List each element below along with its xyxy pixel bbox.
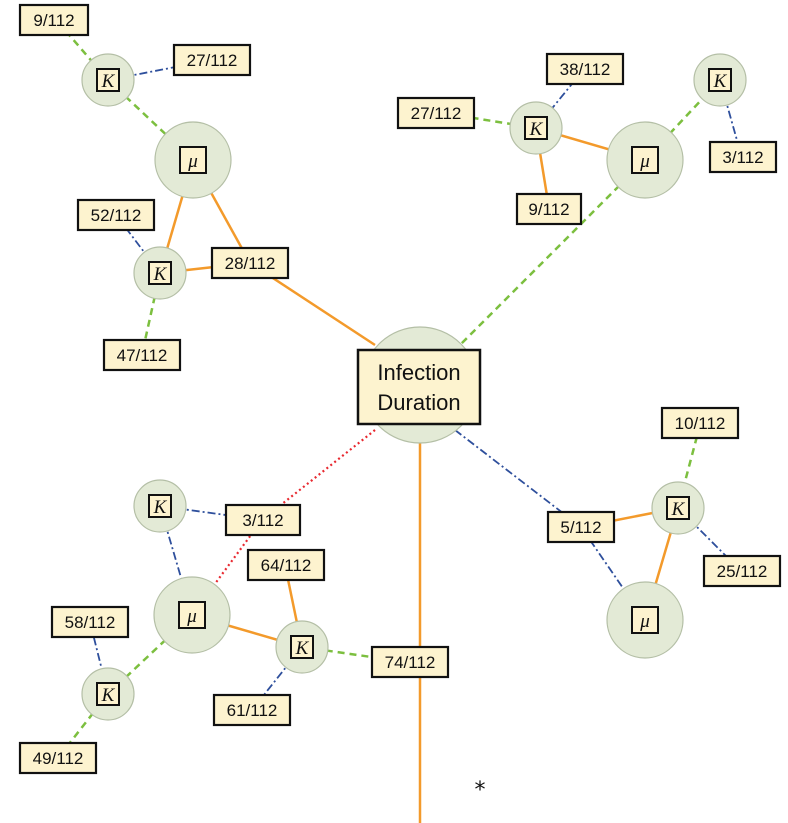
fraction-label-text: 74/112 bbox=[385, 653, 436, 672]
k-node-box bbox=[524, 116, 548, 140]
fraction-label: 25/112 bbox=[702, 554, 782, 588]
mu-node-box bbox=[631, 606, 659, 634]
k-node-6: K bbox=[133, 479, 187, 533]
fraction-label-text: 3/112 bbox=[242, 511, 283, 530]
k-node-1: K bbox=[81, 53, 135, 107]
fraction-label-text: 3/112 bbox=[722, 148, 763, 167]
mu-node-box bbox=[178, 601, 206, 629]
k-node-box bbox=[290, 635, 314, 659]
fraction-label-text: 38/112 bbox=[560, 60, 611, 79]
fraction-label-text: 10/112 bbox=[675, 414, 726, 433]
fraction-label: 27/112 bbox=[172, 43, 252, 77]
k-symbol: K bbox=[153, 264, 168, 285]
fraction-label-text: 5/112 bbox=[560, 518, 601, 537]
k-symbol: K bbox=[153, 497, 168, 518]
mu-node-3: μ bbox=[606, 581, 684, 659]
mu-symbol: μ bbox=[187, 151, 198, 172]
k-symbol: K bbox=[101, 71, 116, 92]
k-symbol: K bbox=[713, 71, 728, 92]
k-symbol: K bbox=[529, 119, 544, 140]
fraction-label-text: 27/112 bbox=[411, 104, 462, 123]
k-node-7: K bbox=[275, 620, 329, 674]
center-node-title-line2: Duration bbox=[377, 390, 460, 415]
k-node-box bbox=[148, 494, 172, 518]
mu-node-box bbox=[631, 146, 659, 174]
fraction-label: 74/112 bbox=[370, 645, 450, 679]
k-node-box bbox=[708, 68, 732, 92]
fraction-label-text: 27/112 bbox=[187, 51, 238, 70]
mu-node-box bbox=[179, 146, 207, 174]
fraction-label: 61/112 bbox=[212, 693, 292, 727]
fraction-label: 5/112 bbox=[546, 510, 616, 544]
fraction-label-text: 9/112 bbox=[528, 200, 569, 219]
fraction-label: 9/112 bbox=[515, 192, 583, 226]
mu-node-2: μ bbox=[606, 121, 684, 199]
fraction-label-text: 64/112 bbox=[261, 556, 312, 575]
k-symbol: K bbox=[101, 685, 116, 706]
fraction-labels: 9/112 27/112 52/112 28/112 47/112 38/112… bbox=[18, 3, 782, 775]
fraction-label: 49/112 bbox=[18, 741, 98, 775]
mu-node-4: μ bbox=[153, 576, 231, 654]
k-node-8: K bbox=[81, 667, 135, 721]
mu-node-1: μ bbox=[154, 121, 232, 199]
k-symbol: K bbox=[671, 499, 686, 520]
fraction-label-text: 47/112 bbox=[117, 346, 168, 365]
fraction-label-text: 52/112 bbox=[91, 206, 142, 225]
center-node: Infection Duration bbox=[356, 326, 482, 444]
k-node-2: K bbox=[133, 246, 187, 300]
fraction-label-text: 61/112 bbox=[227, 701, 278, 720]
center-node-title-line1: Infection bbox=[377, 360, 460, 385]
mu-symbol: μ bbox=[639, 151, 650, 172]
k-node-box bbox=[96, 68, 120, 92]
fraction-label: 3/112 bbox=[224, 503, 302, 537]
fraction-label-text: 9/112 bbox=[33, 11, 74, 30]
fraction-label-text: 58/112 bbox=[65, 613, 116, 632]
fraction-label: 64/112 bbox=[246, 548, 326, 582]
k-node-box bbox=[148, 261, 172, 285]
fraction-label: 58/112 bbox=[50, 605, 130, 639]
fraction-label-text: 25/112 bbox=[717, 562, 768, 581]
k-symbol: K bbox=[295, 638, 310, 659]
fraction-label: 52/112 bbox=[76, 198, 156, 232]
mu-symbol: μ bbox=[186, 606, 197, 627]
fraction-label: 28/112 bbox=[210, 246, 290, 280]
edge-k5-to-25 bbox=[677, 507, 741, 571]
k-node-box bbox=[666, 496, 690, 520]
fraction-label: 9/112 bbox=[18, 3, 90, 37]
k-node-4: K bbox=[693, 53, 747, 107]
center-node-box bbox=[356, 348, 482, 426]
fraction-label-text: 28/112 bbox=[225, 254, 276, 273]
fraction-label: 3/112 bbox=[708, 140, 778, 174]
fraction-label: 10/112 bbox=[660, 406, 740, 440]
k-node-5: K bbox=[651, 481, 705, 535]
edge-mu2-to-center bbox=[454, 159, 646, 351]
asterisk-annotation: * bbox=[475, 778, 486, 803]
fraction-label-text: 49/112 bbox=[33, 749, 84, 768]
k-node-3: K bbox=[509, 101, 563, 155]
fraction-label: 47/112 bbox=[102, 338, 182, 372]
fraction-label: 38/112 bbox=[545, 52, 625, 86]
k-node-box bbox=[96, 682, 120, 706]
edge-center-to-5 bbox=[454, 429, 582, 528]
fraction-label: 27/112 bbox=[396, 96, 476, 130]
mu-symbol: μ bbox=[639, 611, 650, 632]
